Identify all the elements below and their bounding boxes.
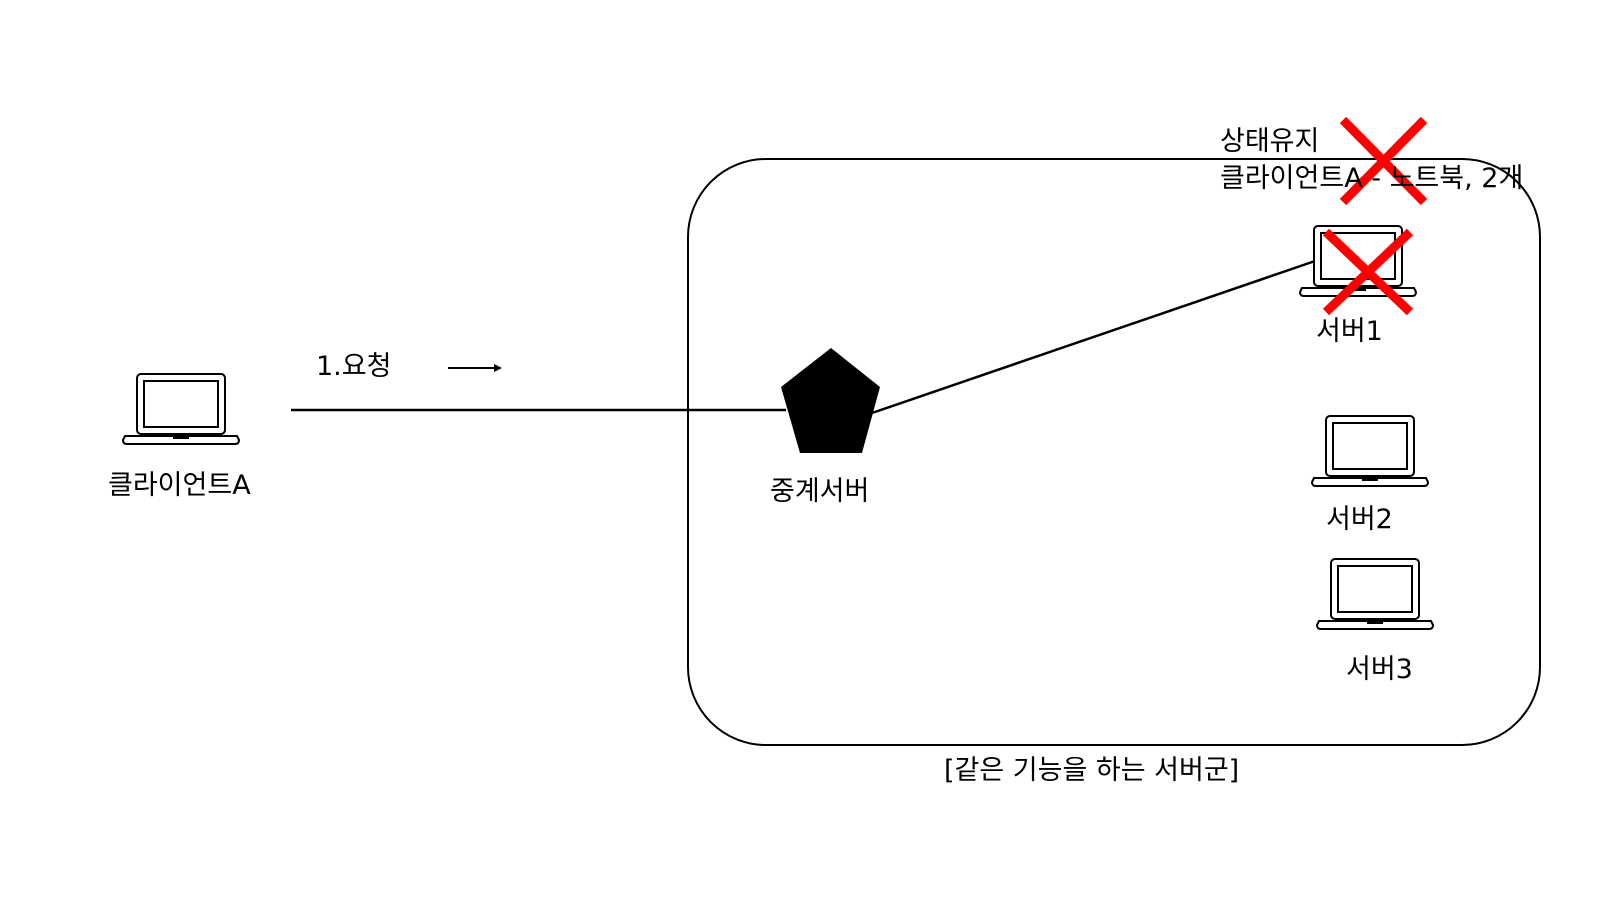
relay-pentagon-icon bbox=[781, 348, 880, 453]
relay-label: 중계서버 bbox=[770, 476, 870, 507]
state-note-line1: 상태유지 bbox=[1220, 126, 1320, 157]
client-laptop-icon bbox=[122, 373, 240, 445]
relay-to-server1-line bbox=[871, 258, 1319, 415]
note-cross-icon bbox=[1339, 116, 1428, 206]
server-group-container bbox=[687, 158, 1541, 746]
server1-label: 서버1 bbox=[1316, 316, 1383, 347]
client-label: 클라이언트A bbox=[108, 470, 251, 501]
server2-label: 서버2 bbox=[1326, 504, 1393, 535]
server1-cross-icon bbox=[1322, 228, 1414, 316]
state-note: 상태유지 클라이언트A - 노트북, 2개 bbox=[1220, 123, 1523, 197]
arrow-right-icon bbox=[448, 364, 502, 372]
request-label: 1.요청 bbox=[316, 351, 392, 382]
state-note-line2: 클라이언트A - 노트북, 2개 bbox=[1220, 163, 1524, 194]
server3-label: 서버3 bbox=[1346, 654, 1413, 685]
group-caption: [같은 기능을 하는 서버군] bbox=[944, 755, 1240, 786]
server3-laptop-icon bbox=[1316, 558, 1434, 630]
server2-laptop-icon bbox=[1311, 415, 1429, 487]
